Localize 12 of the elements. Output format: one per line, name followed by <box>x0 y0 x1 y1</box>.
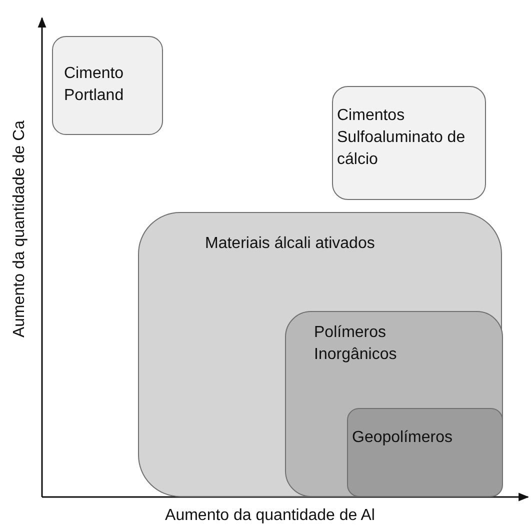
region-label: Cimentos Sulfoaluminato de cálcio <box>337 106 466 170</box>
rounded-region-box <box>332 86 486 200</box>
region-label: Polímeros Inorgânicos <box>314 323 398 365</box>
axis-title: Aumento da quantidade de Ca <box>11 119 29 340</box>
rounded-region-box <box>138 212 502 497</box>
rounded-region-box <box>52 36 163 135</box>
region-label: Materiais álcali ativados <box>205 234 376 254</box>
rounded-region-box <box>347 408 503 497</box>
rounded-region-box <box>285 311 503 497</box>
axis-title: Aumento da quantidade de Al <box>164 507 376 525</box>
region-label: Cimento Portland <box>64 64 125 106</box>
region-label: Geopolímeros <box>352 428 454 448</box>
